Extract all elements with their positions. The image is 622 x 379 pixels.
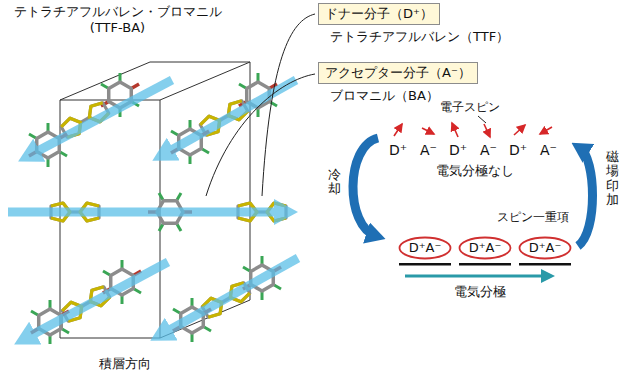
ion-label: A⁻	[540, 142, 557, 159]
ion-label: A⁻	[420, 142, 437, 159]
molecule-role: アクセプター分子（A⁻）	[318, 62, 478, 84]
process-label: 磁場印加	[606, 150, 619, 207]
process-label: 冷却	[328, 168, 341, 197]
ion-label: D⁺	[509, 142, 527, 159]
molecule-name: テトラチアフルバレン（TTF）	[330, 29, 509, 45]
ion-label: A⁻	[480, 142, 497, 159]
singlet-bars	[399, 263, 571, 266]
pair-text: D⁺A⁻	[529, 240, 562, 256]
polarization-arrow	[405, 275, 548, 278]
molecule-label-box: アクセプター分子（A⁻）ブロマニル（BA）	[318, 62, 478, 103]
figure-title: テトラチアフルバレン・ブロマニル (TTF-BA)	[5, 4, 230, 35]
pair-text: D⁺A⁻	[409, 240, 442, 256]
callout-label: スピン一重項	[497, 210, 569, 224]
molecule-label-box: ドナー分子（D⁺） テトラチアフルバレン（TTF）	[318, 3, 509, 44]
molecule-role: ドナー分子（D⁺）	[318, 3, 440, 25]
stacking-arrows	[8, 80, 298, 336]
title-block: テトラチアフルバレン・ブロマニル (TTF-BA)	[5, 4, 230, 36]
ion-label: D⁺	[389, 142, 407, 159]
state-label: 電気分極	[454, 284, 506, 300]
axis-label: 積層方向	[97, 356, 153, 372]
pair-ellipse: D⁺A⁻	[518, 236, 572, 260]
pair-ellipse: D⁺A⁻	[398, 236, 452, 260]
spin-arrows	[394, 123, 552, 137]
ion-label: D⁺	[449, 142, 467, 159]
state-label: 電気分極なし	[436, 163, 514, 179]
pair-text: D⁺A⁻	[469, 240, 502, 256]
callout-label: 電子スピン	[440, 100, 500, 114]
pair-ellipse: D⁺A⁻	[458, 236, 512, 260]
process-arrows	[353, 138, 593, 246]
